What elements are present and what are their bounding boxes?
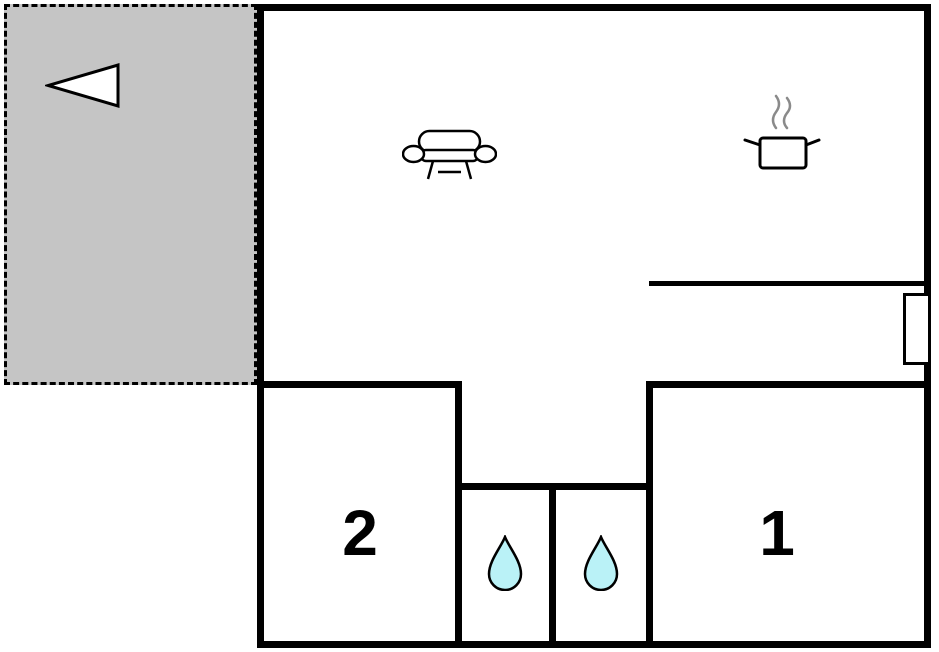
wall-bathroom-divider	[549, 483, 556, 648]
water-drop-icon	[487, 535, 523, 591]
room-label-1: 1	[759, 497, 795, 569]
wall-kitchen-partition	[649, 281, 931, 286]
sofa-icon	[402, 129, 497, 180]
window-icon	[903, 293, 931, 365]
wall-room1-top	[646, 381, 931, 388]
building-outline	[257, 4, 931, 648]
cooking-pot-icon	[743, 94, 821, 170]
wall-room1-left	[646, 381, 653, 648]
room-label-2: 2	[342, 497, 378, 569]
terrace-area	[4, 4, 257, 385]
water-drop-icon	[583, 535, 619, 591]
direction-arrow-icon	[45, 63, 120, 108]
steam-icon	[771, 94, 792, 130]
wall-bathroom-left	[455, 381, 462, 648]
wall-room2-top	[257, 381, 462, 388]
